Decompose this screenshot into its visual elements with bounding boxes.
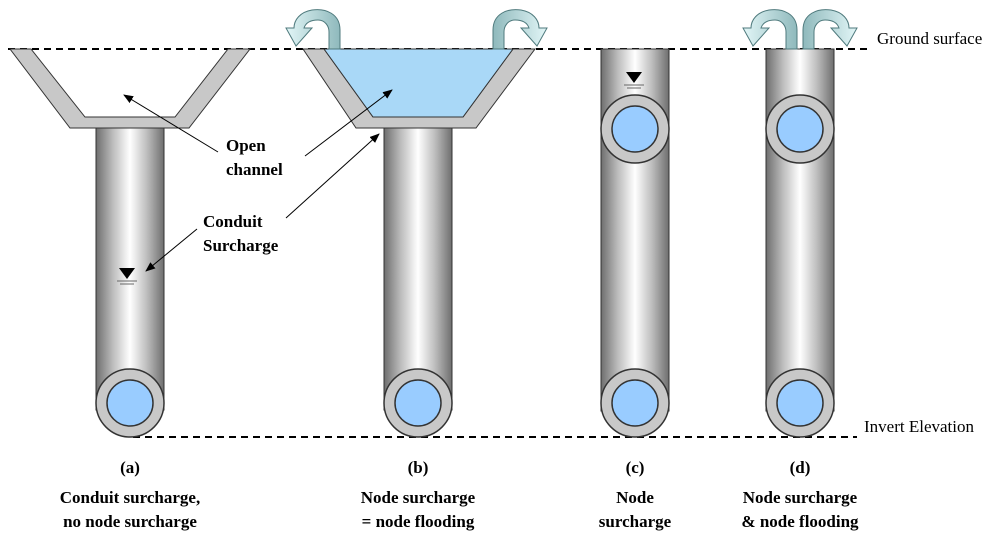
open-channel-label-line1: Open bbox=[226, 136, 266, 155]
panel-c-caption-line2: surcharge bbox=[598, 512, 672, 531]
conduit-surcharge-label: Conduit Surcharge bbox=[203, 210, 278, 258]
pipe-water-d bbox=[776, 379, 824, 427]
water-level-icon bbox=[117, 268, 137, 285]
panel-a-caption-line1: Conduit surcharge, bbox=[59, 488, 201, 507]
flooded-water-b bbox=[323, 48, 514, 118]
panel-b-letter: (b) bbox=[407, 458, 429, 477]
panel-d-letter: (d) bbox=[789, 458, 811, 477]
panel-c-letter: (c) bbox=[625, 458, 645, 477]
panel-d-structure bbox=[742, 9, 858, 438]
pipe-water-c bbox=[611, 379, 659, 427]
panel-b-caption-line1: Node surcharge bbox=[360, 488, 476, 507]
manhole-shaft-b bbox=[383, 127, 453, 411]
leader-surcharge-b bbox=[285, 133, 380, 219]
water-level-icon bbox=[624, 72, 644, 89]
leader-open-channel-a bbox=[123, 94, 219, 153]
leader-surcharge-a bbox=[145, 228, 198, 272]
open-channel-label: Open channel bbox=[226, 134, 283, 182]
overflow-arrow-icon bbox=[742, 9, 798, 50]
conduit-surcharge-label-line2: Surcharge bbox=[203, 236, 279, 255]
panel-b-caption-line2: = node flooding bbox=[361, 512, 475, 531]
panel-d-caption: (d) Node surcharge & node flooding bbox=[710, 456, 890, 534]
panel-b-caption: (b) Node surcharge = node flooding bbox=[328, 456, 508, 534]
invert-elevation-label: Invert Elevation bbox=[864, 417, 974, 436]
pipe-water-b bbox=[394, 379, 442, 427]
overflow-arrow-icon bbox=[492, 9, 548, 50]
inflow-pipe-water-d bbox=[776, 105, 824, 153]
panel-a-structure bbox=[8, 48, 252, 438]
panel-c-structure bbox=[600, 48, 670, 438]
open-channel-label-line2: channel bbox=[226, 160, 283, 179]
panel-a-caption: (a) Conduit surcharge, no node surcharge bbox=[40, 456, 220, 534]
panel-c-caption: (c) Node surcharge bbox=[565, 456, 705, 534]
panel-a-letter: (a) bbox=[120, 458, 140, 477]
panel-c-caption-line1: Node bbox=[616, 488, 654, 507]
panel-d-caption-line2: & node flooding bbox=[741, 512, 859, 531]
panel-d-caption-line1: Node surcharge bbox=[742, 488, 858, 507]
pipe-water-a bbox=[106, 379, 154, 427]
inflow-pipe-water-c bbox=[611, 105, 659, 153]
overflow-arrow-icon bbox=[285, 9, 341, 50]
open-channel-a bbox=[8, 48, 252, 129]
overflow-arrow-icon bbox=[802, 9, 858, 50]
ground-surface-label: Ground surface bbox=[877, 29, 983, 48]
leader-open-channel-b bbox=[304, 89, 393, 157]
panel-a-caption-line2: no node surcharge bbox=[63, 512, 197, 531]
panel-b-structure bbox=[285, 9, 548, 438]
conduit-surcharge-label-line1: Conduit bbox=[203, 212, 263, 231]
